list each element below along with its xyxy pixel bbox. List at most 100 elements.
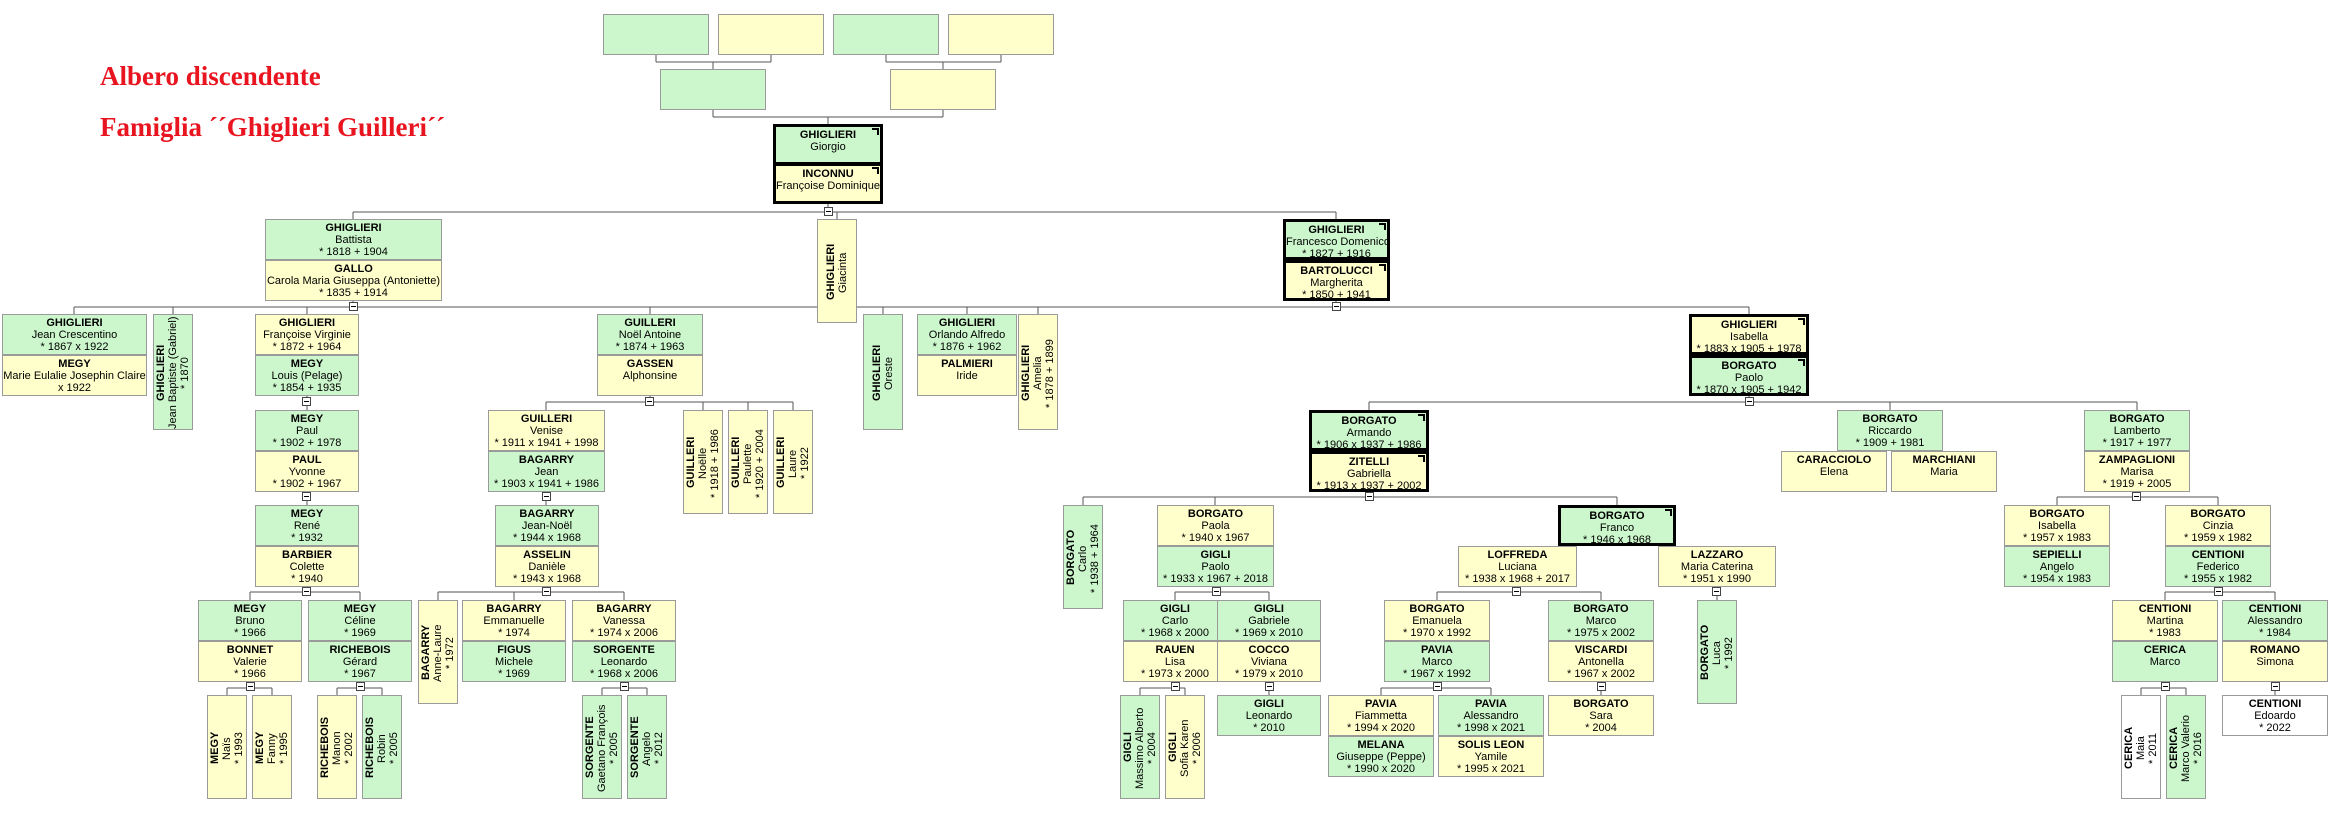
- person-card[interactable]: MEGY Louis (Pelage) * 1854 + 1935: [255, 355, 359, 396]
- collapse-marker-icon[interactable]: [2271, 682, 2280, 691]
- person-card[interactable]: GASSEN Alphonsine: [597, 355, 703, 396]
- person-card[interactable]: MEGY Marie Eulalie Josephin Claire x 192…: [2, 355, 147, 396]
- collapse-marker-icon[interactable]: [1171, 682, 1180, 691]
- collapse-marker-icon[interactable]: [1712, 587, 1721, 596]
- person-card[interactable]: SEPIELLI Angelo * 1954 x 1983: [2004, 546, 2110, 587]
- person-card[interactable]: MARCHIANI Maria: [1891, 451, 1997, 492]
- person-card[interactable]: PAUL Yvonne * 1902 + 1967: [255, 451, 359, 492]
- person-card[interactable]: BAGARRY Vanessa * 1974 x 2006: [572, 600, 676, 641]
- person-card[interactable]: MEGY Bruno * 1966: [198, 600, 302, 641]
- person-card[interactable]: ZAMPAGLIONI Marisa * 1919 + 2005: [2084, 451, 2190, 492]
- person-card[interactable]: BORGATO Paolo * 1870 x 1905 + 1942: [1689, 355, 1809, 396]
- ancestor-box-empty[interactable]: [833, 14, 939, 55]
- person-card[interactable]: BARTOLUCCI Margherita * 1850 + 1941: [1283, 260, 1390, 301]
- person-card[interactable]: FIGUS Michele * 1969: [462, 641, 566, 682]
- person-card[interactable]: COCCO Viviana * 1979 x 2010: [1217, 641, 1321, 682]
- person-card[interactable]: MEGY Paul * 1902 + 1978: [255, 410, 359, 451]
- collapse-marker-icon[interactable]: [1212, 587, 1221, 596]
- person-card[interactable]: RAUEN Lisa * 1973 x 2000: [1123, 641, 1227, 682]
- person-card[interactable]: BONNET Valerie * 1966: [198, 641, 302, 682]
- person-card[interactable]: LOFFREDA Luciana * 1938 x 1968 + 2017: [1458, 546, 1577, 587]
- person-card[interactable]: BAGARRY Jean-Noël * 1944 x 1968: [495, 505, 599, 546]
- person-card[interactable]: MELANA Giuseppe (Peppe) * 1990 x 2020: [1328, 736, 1434, 777]
- person-card[interactable]: BORGATO Emanuela * 1970 x 1992: [1384, 600, 1490, 641]
- collapse-marker-icon[interactable]: [1365, 492, 1374, 501]
- ancestor-box-empty[interactable]: [718, 14, 824, 55]
- person-card[interactable]: GUILLERI Venise * 1911 x 1941 + 1998: [488, 410, 605, 451]
- person-card[interactable]: BORGATO Franco * 1946 x 1968: [1558, 505, 1676, 546]
- person-card[interactable]: MEGY René * 1932: [255, 505, 359, 546]
- person-card[interactable]: GHIGLIERI Isabella * 1883 x 1905 + 1978: [1689, 314, 1809, 355]
- person-card[interactable]: GIGLI Paolo * 1933 x 1967 + 2018: [1157, 546, 1274, 587]
- person-card[interactable]: LAZZARO Maria Caterina * 1951 x 1990: [1658, 546, 1776, 587]
- person-card[interactable]: CENTIONI Edoardo * 2022: [2222, 695, 2328, 736]
- person-card[interactable]: GHIGLIERI Françoise Virginie * 1872 + 19…: [255, 314, 359, 355]
- collapse-marker-icon[interactable]: [302, 587, 311, 596]
- collapse-marker-icon[interactable]: [2161, 682, 2170, 691]
- person-card[interactable]: GHIGLIERI Orlando Alfredo * 1876 + 1962: [917, 314, 1017, 355]
- collapse-marker-icon[interactable]: [542, 587, 551, 596]
- person-card[interactable]: GIGLI Leonardo * 2010: [1217, 695, 1321, 736]
- person-card[interactable]: PAVIA Fiammetta * 1994 x 2020: [1328, 695, 1434, 736]
- person-card[interactable]: BAGARRY Emmanuelle * 1974: [462, 600, 566, 641]
- ancestor-box-empty[interactable]: [603, 14, 709, 55]
- collapse-marker-icon[interactable]: [1332, 302, 1341, 311]
- collapse-marker-icon[interactable]: [620, 682, 629, 691]
- person-card[interactable]: SORGENTE Leonardo * 1968 x 2006: [572, 641, 676, 682]
- ancestor-box-empty[interactable]: [660, 69, 766, 110]
- person-card[interactable]: CERICA Marco: [2112, 641, 2218, 682]
- collapse-marker-icon[interactable]: [1433, 682, 1442, 691]
- ancestor-box-empty[interactable]: [890, 69, 996, 110]
- person-card[interactable]: SOLIS LEON Yamile * 1995 x 2021: [1438, 736, 1544, 777]
- person-card[interactable]: VISCARDI Antonella * 1967 x 2002: [1548, 641, 1654, 682]
- collapse-marker-icon[interactable]: [246, 682, 255, 691]
- collapse-marker-icon[interactable]: [542, 492, 551, 501]
- collapse-marker-icon[interactable]: [302, 492, 311, 501]
- person-card[interactable]: CENTIONI Federico * 1955 x 1982: [2165, 546, 2271, 587]
- collapse-marker-icon[interactable]: [645, 397, 654, 406]
- person-card[interactable]: BORGATO Isabella * 1957 x 1983: [2004, 505, 2110, 546]
- person-card[interactable]: BORGATO Sara * 2004: [1548, 695, 1654, 736]
- collapse-marker-icon[interactable]: [349, 302, 358, 311]
- person-card[interactable]: ASSELIN Danièle * 1943 x 1968: [495, 546, 599, 587]
- person-card[interactable]: GHIGLIERI Jean Crescentino * 1867 x 1922: [2, 314, 147, 355]
- person-card[interactable]: CENTIONI Alessandro * 1984: [2222, 600, 2328, 641]
- person-card[interactable]: CENTIONI Martina * 1983: [2112, 600, 2218, 641]
- person-card[interactable]: GALLO Carola Maria Giuseppa (Antoniette)…: [265, 260, 442, 301]
- person-card[interactable]: GIGLI Gabriele * 1969 x 2010: [1217, 600, 1321, 641]
- person-card[interactable]: PAVIA Alessandro * 1998 x 2021: [1438, 695, 1544, 736]
- person-card[interactable]: ZITELLI Gabriella * 1913 x 1937 + 2002: [1309, 451, 1429, 492]
- person-card[interactable]: GHIGLIERI Francesco Domenico * 1827 + 19…: [1283, 219, 1390, 260]
- person-card[interactable]: BORGATO Lamberto * 1917 + 1977: [2084, 410, 2190, 451]
- collapse-marker-icon[interactable]: [1512, 587, 1521, 596]
- person-card[interactable]: ROMANO Simona: [2222, 641, 2328, 682]
- person-card[interactable]: BARBIER Colette * 1940: [255, 546, 359, 587]
- person-card[interactable]: BORGATO Armando * 1906 x 1937 + 1986: [1309, 410, 1429, 451]
- collapse-marker-icon[interactable]: [2132, 492, 2141, 501]
- person-card[interactable]: GIGLI Carlo * 1968 x 2000: [1123, 600, 1227, 641]
- collapse-marker-icon[interactable]: [824, 207, 833, 216]
- person-card[interactable]: MEGY Céline * 1969: [308, 600, 412, 641]
- person-card[interactable]: BORGATO Marco * 1975 x 2002: [1548, 600, 1654, 641]
- person-card[interactable]: PALMIERI Iride: [917, 355, 1017, 396]
- collapse-marker-icon[interactable]: [1745, 397, 1754, 406]
